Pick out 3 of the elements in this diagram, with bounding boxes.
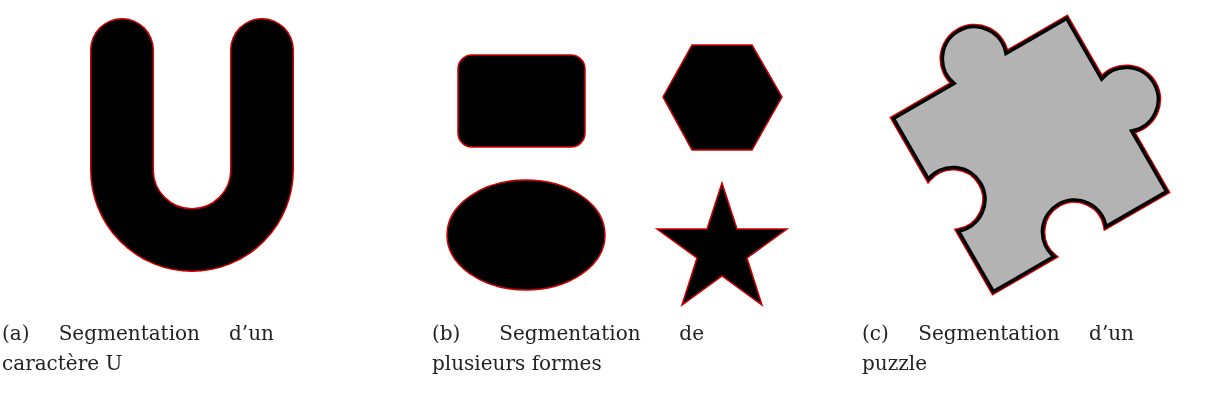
figure-caption: (a) Segmentation d’un caractère U (2, 320, 274, 377)
figure-caption: (c) Segmentation d’un puzzle (862, 320, 1134, 377)
figure-caption: (b) Segmentation de plusieurs formes (432, 320, 704, 377)
